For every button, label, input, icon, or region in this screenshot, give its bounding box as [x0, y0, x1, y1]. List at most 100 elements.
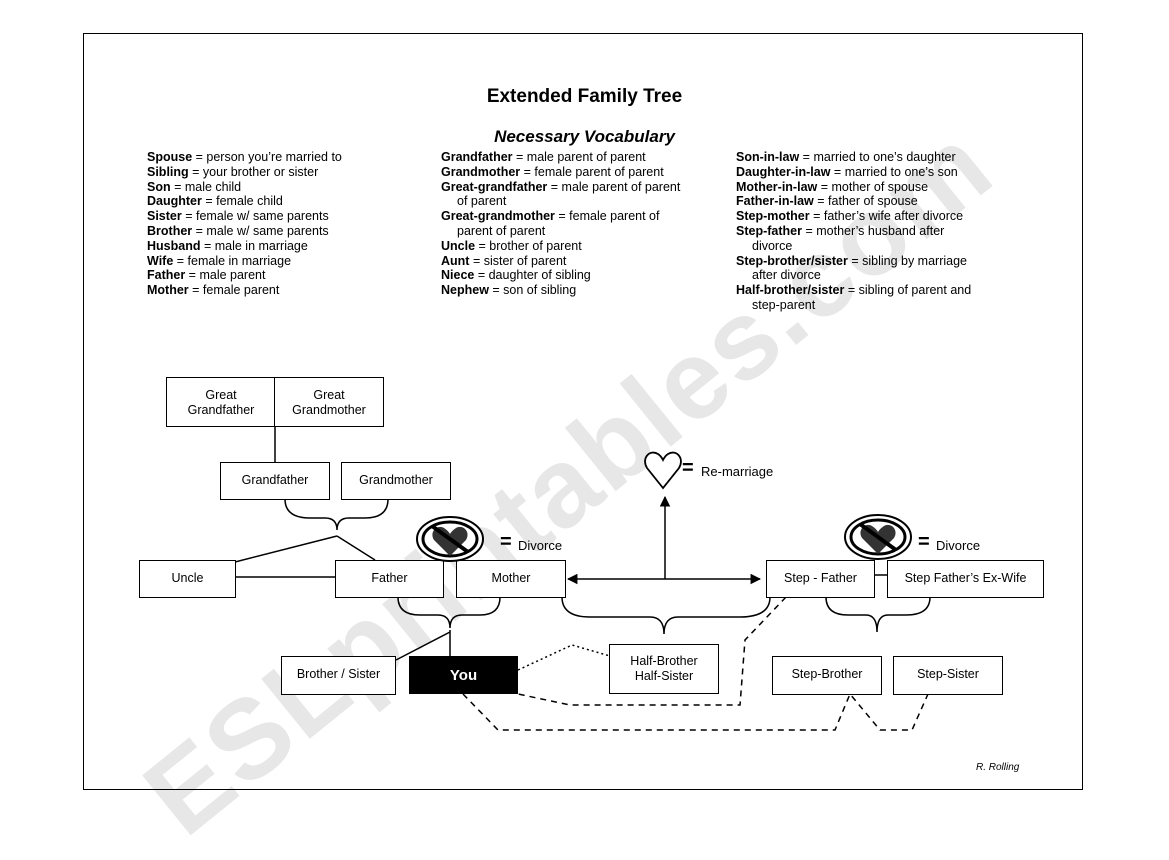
author-credit: R. Rolling — [976, 762, 1020, 773]
vocab-definition-continued: divorce — [752, 238, 793, 253]
vocab-term: Half-brother/sister — [736, 283, 845, 298]
bracket-mother-stepfather — [561, 596, 771, 635]
vocab-entry: Brother = male w/ same parents — [147, 224, 342, 239]
vocab-definition: = female child — [201, 194, 283, 209]
vocab-term: Sibling — [147, 164, 189, 179]
vocab-definition: = sister of parent — [469, 253, 567, 268]
broken-heart-prohibited-icon — [416, 516, 484, 562]
vocab-entry: Daughter = female child — [147, 194, 342, 209]
vocab-definition: = female parent of — [554, 209, 660, 224]
connector-parents-sibling — [395, 631, 451, 661]
vocab-entry: Grandmother = female parent of parent — [441, 165, 680, 180]
vocab-entry: Uncle = brother of parent — [441, 239, 680, 254]
vocab-term: Spouse — [147, 150, 193, 164]
vocab-term: Great-grandfather — [441, 179, 548, 194]
vocab-term: Great-grandmother — [441, 209, 555, 224]
vocab-entry: Grandfather = male parent of parent — [441, 150, 680, 165]
vocab-entry: Son = male child — [147, 180, 342, 195]
connector-uncle-grandparents — [234, 535, 338, 563]
vocab-entry: Half-brother/sister = sibling of parent … — [736, 283, 971, 298]
vocab-term: Brother — [147, 223, 193, 238]
vocab-term: Grandfather — [441, 150, 513, 164]
box-grandmother: Grandmother — [341, 462, 451, 500]
remarriage-label: Re-marriage — [701, 464, 774, 479]
vocab-definition: = mother’s husband after — [801, 223, 945, 238]
vocab-definition: = male child — [170, 179, 242, 194]
vocab-entry: Sibling = your brother or sister — [147, 165, 342, 180]
page-frame — [83, 33, 1083, 790]
connector-father-grandparents — [336, 535, 376, 561]
vocab-definition-continued: parent of parent — [457, 223, 546, 238]
dashed-stepfather-you — [517, 596, 787, 706]
vocab-term: Wife — [147, 253, 174, 268]
vocab-entry: Mother = female parent — [147, 283, 342, 298]
vocab-entry: Step-brother/sister = sibling by marriag… — [736, 254, 971, 269]
vocab-definition: = mother of spouse — [817, 179, 929, 194]
vocab-definition-continued: of parent — [457, 194, 507, 209]
vocab-entry: Nephew = son of sibling — [441, 283, 680, 298]
box-father: Father — [335, 560, 444, 598]
vocab-term: Father — [147, 268, 186, 283]
box-brother-sister: Brother / Sister — [281, 656, 396, 695]
vocab-definition-continued: step-parent — [752, 297, 816, 312]
vocab-term: Son — [147, 179, 171, 194]
vocab-entry: Daughter-in-law = married to one’s son — [736, 165, 971, 180]
vocab-definition: = son of sibling — [488, 283, 577, 298]
divorce-equals-2: = — [918, 531, 930, 553]
vocab-entry: Great-grandmother = female parent of — [441, 209, 680, 224]
divorce-equals-1: = — [500, 531, 512, 553]
vocab-definition: = female w/ same parents — [181, 209, 329, 224]
vocab-entry: Spouse = person you’re married to — [147, 150, 342, 165]
vocab-term: Mother-in-law — [736, 179, 818, 194]
vocab-definition: = daughter of sibling — [474, 268, 591, 283]
vocab-definition: = person you’re married to — [192, 150, 342, 164]
vocab-definition: = married to one’s son — [830, 164, 958, 179]
vocab-term: Step-mother — [736, 209, 810, 224]
vocab-term: Niece — [441, 268, 475, 283]
remarriage-equals: = — [682, 457, 694, 479]
vocab-term: Daughter — [147, 194, 202, 209]
vocab-definition: = male w/ same parents — [192, 223, 329, 238]
vocab-definition: = sibling of parent and — [844, 283, 972, 298]
box-uncle: Uncle — [139, 560, 236, 598]
vocab-definition: = male parent of parent — [512, 150, 646, 164]
vocab-term: Husband — [147, 238, 201, 253]
vocab-term: Son-in-law — [736, 150, 800, 164]
divorce-label-2: Divorce — [936, 538, 981, 553]
dotted-you-halfsibling — [517, 644, 611, 671]
divorce-label-1: Divorce — [518, 538, 563, 553]
vocab-entry: Mother-in-law = mother of spouse — [736, 180, 971, 195]
vocab-entry: Great-grandfather = male parent of paren… — [441, 180, 680, 195]
vocab-definition: = married to one’s daughter — [799, 150, 956, 164]
vocab-definition: = female in marriage — [173, 253, 292, 268]
vocab-term: Nephew — [441, 283, 489, 298]
box-half-sibling: Half-Brother Half-Sister — [609, 644, 719, 694]
bracket-grandparents — [284, 498, 389, 531]
vocab-entry: Niece = daughter of sibling — [441, 268, 680, 283]
vocab-term: Daughter-in-law — [736, 164, 831, 179]
vocab-definition: = your brother or sister — [188, 164, 319, 179]
heart-outline-icon — [644, 451, 682, 490]
bracket-parents — [397, 596, 501, 629]
box-great-grandmother: Great Grandmother — [274, 377, 384, 427]
box-step-father: Step - Father — [766, 560, 875, 598]
vocab-entry: Aunt = sister of parent — [441, 254, 680, 269]
box-step-sister: Step-Sister — [893, 656, 1003, 695]
vocab-entry: Son-in-law = married to one’s daughter — [736, 150, 971, 165]
vocab-term: Father-in-law — [736, 194, 814, 209]
vocab-term: Aunt — [441, 253, 470, 268]
vocab-definition: = male parent — [185, 268, 266, 283]
vocab-definition: = male parent of parent — [547, 179, 681, 194]
vocab-entry: Sister = female w/ same parents — [147, 209, 342, 224]
box-grandfather: Grandfather — [220, 462, 330, 500]
dashed-you-stepsiblings — [462, 692, 929, 731]
vocab-entry: Wife = female in marriage — [147, 254, 342, 269]
vocab-definition: = female parent — [188, 283, 280, 298]
vocab-term: Uncle — [441, 238, 476, 253]
vocab-term: Sister — [147, 209, 182, 224]
box-you: You — [409, 656, 518, 694]
vocab-term: Grandmother — [441, 164, 521, 179]
